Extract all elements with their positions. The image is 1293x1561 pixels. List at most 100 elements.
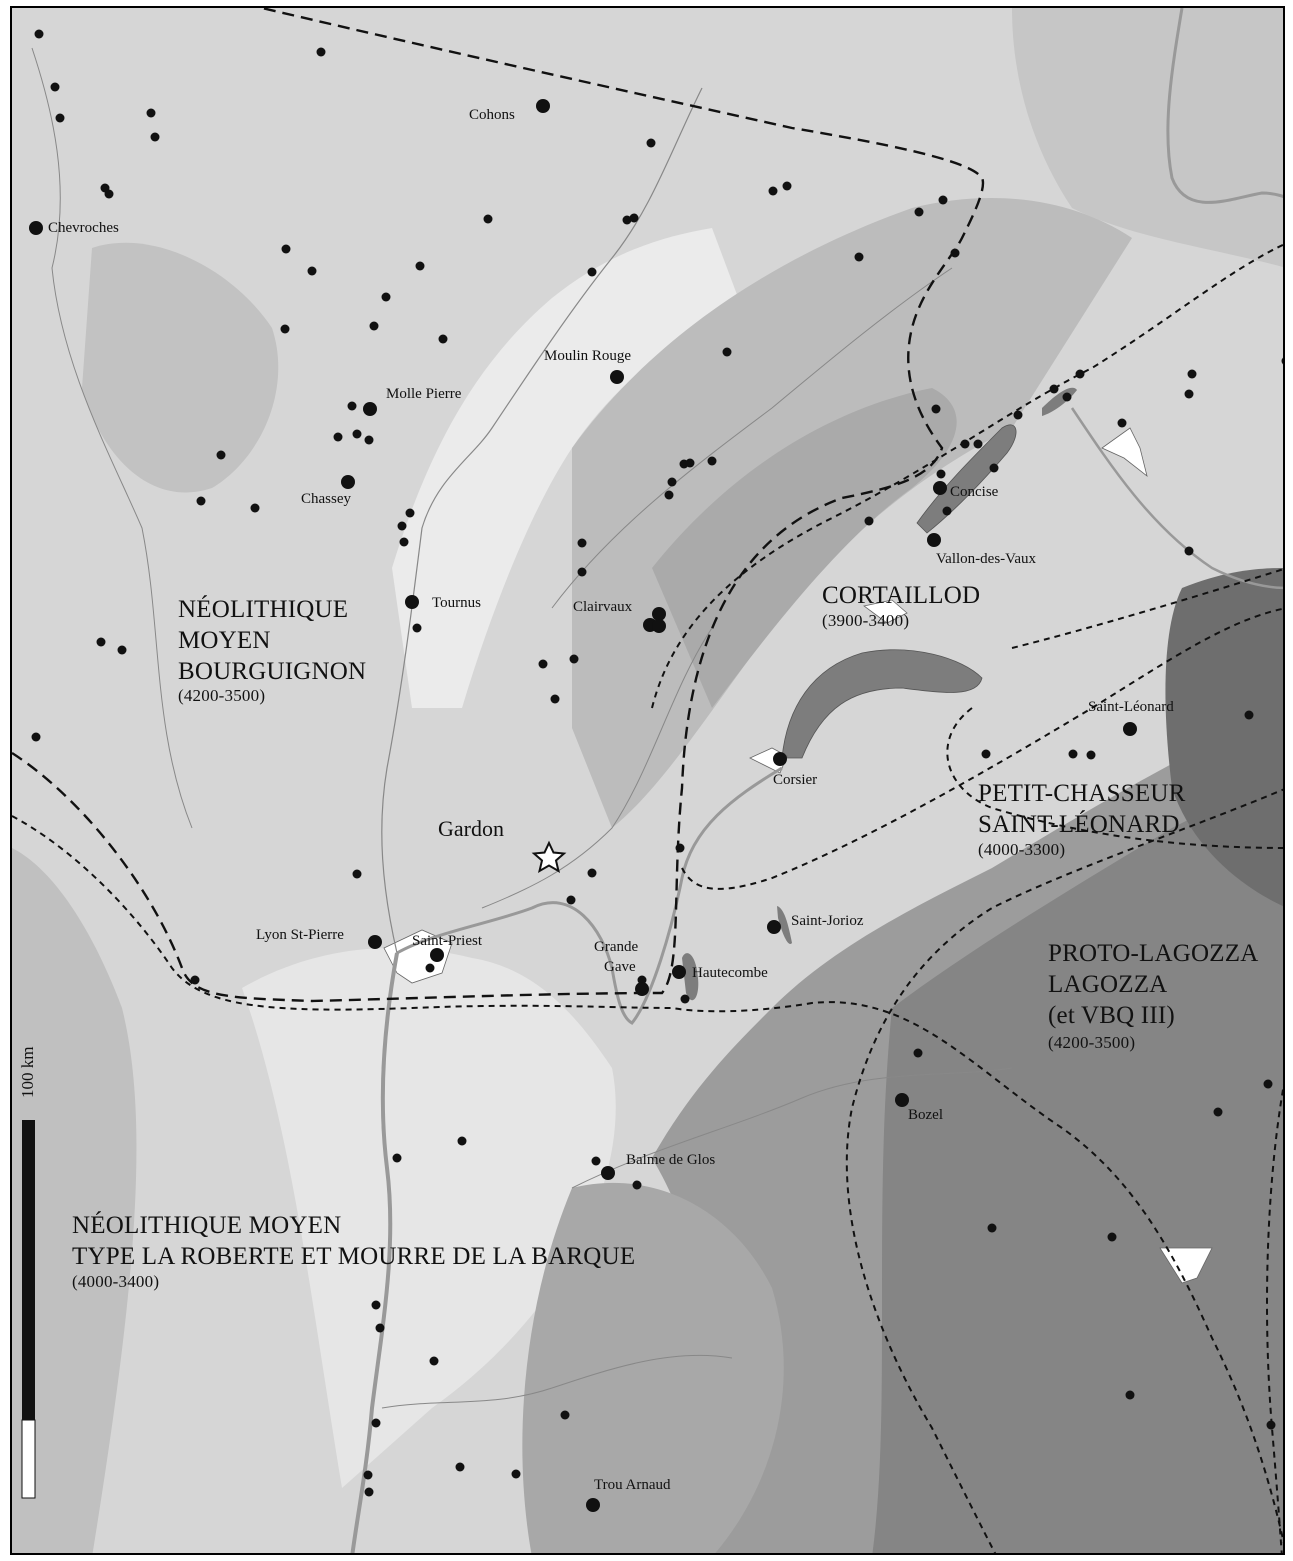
site-marker-saint-leonard[interactable] — [1123, 722, 1137, 736]
site-dot[interactable] — [973, 439, 983, 449]
site-dot[interactable] — [989, 463, 999, 473]
site-dot[interactable] — [914, 207, 924, 217]
site-marker-corsier[interactable] — [773, 752, 787, 766]
site-dot[interactable] — [352, 869, 362, 879]
map-frame[interactable]: NÉOLITHIQUE MOYEN BOURGUIGNON (4200-3500… — [10, 6, 1285, 1555]
site-dot[interactable] — [987, 1223, 997, 1233]
site-dot[interactable] — [405, 508, 415, 518]
site-dot[interactable] — [591, 1156, 601, 1166]
site-dot[interactable] — [457, 1136, 467, 1146]
site-dot[interactable] — [1125, 1390, 1135, 1400]
site-dot[interactable] — [1117, 418, 1127, 428]
site-marker-molle-pierre[interactable] — [363, 402, 377, 416]
site-dot[interactable] — [1187, 369, 1197, 379]
site-dot[interactable] — [1075, 369, 1085, 379]
site-dot[interactable] — [667, 477, 677, 487]
site-dot[interactable] — [371, 1300, 381, 1310]
site-dot[interactable] — [1184, 546, 1194, 556]
site-dot[interactable] — [550, 694, 560, 704]
site-marker-clairvaux[interactable] — [652, 607, 666, 621]
site-dot[interactable] — [566, 895, 576, 905]
site-dot[interactable] — [364, 435, 374, 445]
site-dot[interactable] — [196, 496, 206, 506]
site-dot[interactable] — [664, 490, 674, 500]
site-dot[interactable] — [399, 537, 409, 547]
site-marker-saint-priest[interactable] — [430, 948, 444, 962]
site-dot[interactable] — [1281, 357, 1286, 366]
site-dot[interactable] — [31, 732, 41, 742]
site-dot[interactable] — [190, 975, 200, 985]
site-dot[interactable] — [50, 82, 60, 92]
site-dot[interactable] — [680, 994, 690, 1004]
site-marker-cohons[interactable] — [536, 99, 550, 113]
site-dot[interactable] — [415, 261, 425, 271]
site-dot[interactable] — [538, 659, 548, 669]
site-dot[interactable] — [316, 47, 326, 57]
site-dot[interactable] — [1263, 1079, 1273, 1089]
site-dot[interactable] — [1244, 710, 1254, 720]
site-dot[interactable] — [675, 843, 685, 853]
site-dot[interactable] — [1013, 410, 1023, 420]
site-marker-grande-gave[interactable] — [635, 982, 649, 996]
site-dot[interactable] — [397, 521, 407, 531]
site-dot[interactable] — [864, 516, 874, 526]
site-marker-bozel[interactable] — [895, 1093, 909, 1107]
site-dot[interactable] — [455, 1462, 465, 1472]
site-dot[interactable] — [429, 1356, 439, 1366]
site-dot[interactable] — [782, 181, 792, 191]
site-dot[interactable] — [1184, 389, 1194, 399]
site-dot[interactable] — [960, 439, 970, 449]
site-dot[interactable] — [438, 334, 448, 344]
site-dot[interactable] — [280, 324, 290, 334]
site-dot[interactable] — [281, 244, 291, 254]
site-dot[interactable] — [34, 29, 44, 39]
site-dot[interactable] — [622, 215, 632, 225]
site-dot[interactable] — [375, 1323, 385, 1333]
site-dot[interactable] — [936, 469, 946, 479]
site-dot[interactable] — [307, 266, 317, 276]
site-dot[interactable] — [587, 267, 597, 277]
site-marker-chassey[interactable] — [341, 475, 355, 489]
site-marker-chevroches[interactable] — [29, 221, 43, 235]
site-dot[interactable] — [1062, 392, 1072, 402]
site-dot[interactable] — [483, 214, 493, 224]
site-dot[interactable] — [363, 1470, 373, 1480]
site-dot[interactable] — [981, 749, 991, 759]
star-icon[interactable] — [531, 840, 567, 874]
site-dot[interactable] — [347, 401, 357, 411]
site-dot[interactable] — [364, 1487, 374, 1497]
site-dot[interactable] — [629, 213, 639, 223]
site-dot[interactable] — [1068, 749, 1078, 759]
site-dot[interactable] — [577, 567, 587, 577]
site-dot[interactable] — [369, 321, 379, 331]
site-dot[interactable] — [768, 186, 778, 196]
site-dot[interactable] — [685, 458, 695, 468]
site-dot[interactable] — [913, 1048, 923, 1058]
site-dot[interactable] — [1086, 750, 1096, 760]
site-marker-clairvaux-c[interactable] — [652, 619, 666, 633]
site-dot[interactable] — [587, 868, 597, 878]
site-dot[interactable] — [1213, 1107, 1223, 1117]
site-dot[interactable] — [637, 975, 647, 985]
site-dot[interactable] — [146, 108, 156, 118]
site-dot[interactable] — [55, 113, 65, 123]
site-dot[interactable] — [1107, 1232, 1117, 1242]
site-dot[interactable] — [96, 637, 106, 647]
site-marker-moulin-rouge[interactable] — [610, 370, 624, 384]
site-dot[interactable] — [352, 429, 362, 439]
gardon-marker[interactable] — [531, 840, 567, 874]
site-dot[interactable] — [412, 623, 422, 633]
site-dot[interactable] — [646, 138, 656, 148]
map-canvas[interactable] — [12, 8, 1285, 1555]
site-dot[interactable] — [950, 248, 960, 258]
site-dot[interactable] — [560, 1410, 570, 1420]
site-dot[interactable] — [938, 195, 948, 205]
site-dot[interactable] — [511, 1469, 521, 1479]
site-dot[interactable] — [577, 538, 587, 548]
site-marker-balme-de-glos[interactable] — [601, 1166, 615, 1180]
site-dot[interactable] — [1266, 1420, 1276, 1430]
site-dot[interactable] — [707, 456, 717, 466]
site-marker-concise[interactable] — [933, 481, 947, 495]
site-marker-hautecombe[interactable] — [672, 965, 686, 979]
site-marker-lyon-st-pierre[interactable] — [368, 935, 382, 949]
